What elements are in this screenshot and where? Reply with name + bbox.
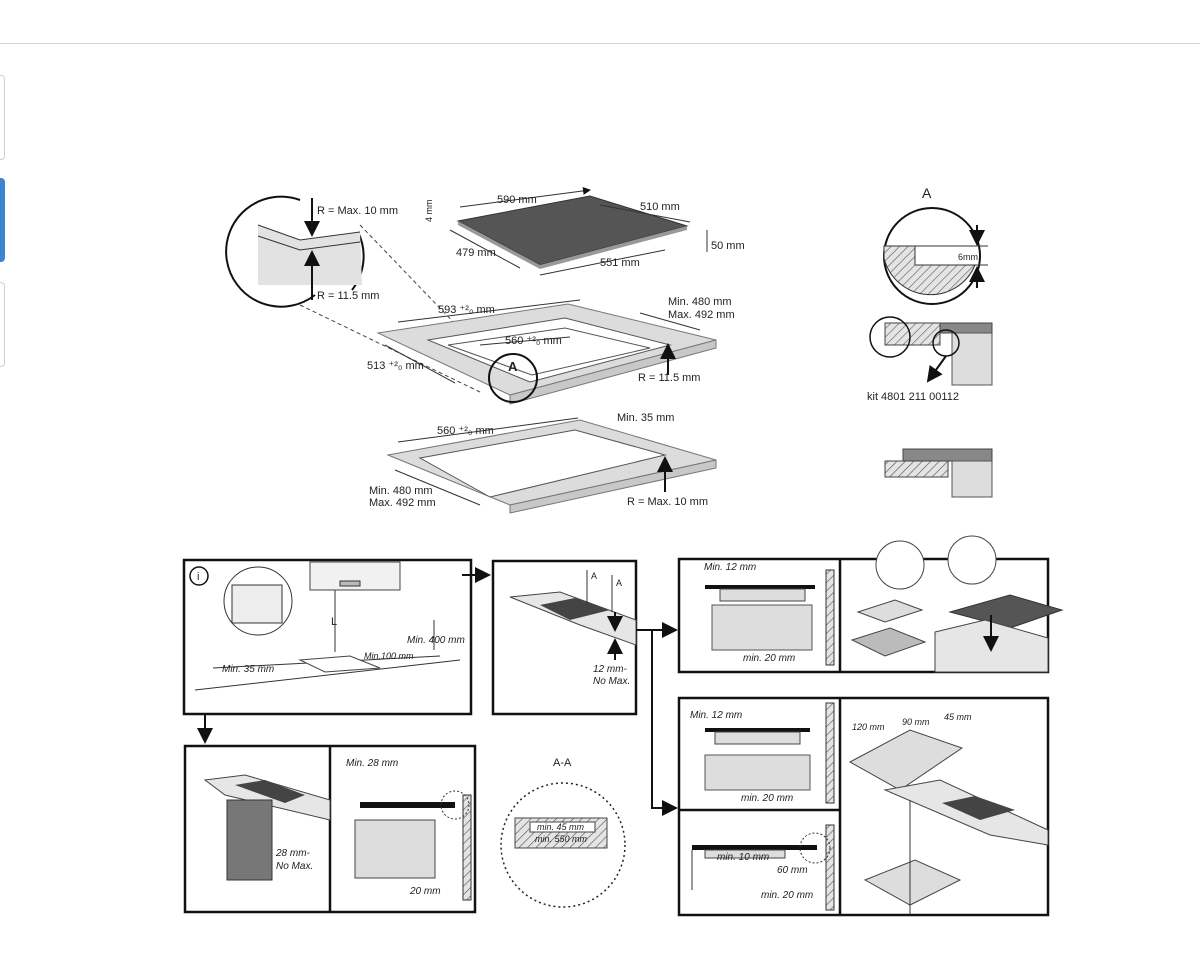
flow-arrow (636, 629, 678, 816)
oven-thickness-max-label: No Max. (276, 861, 313, 872)
worktop-thickness-label: 12 mm- (593, 664, 628, 675)
hob-body-width-label: 551 mm (600, 257, 640, 269)
panel-cut-90-label: 90 mm (902, 717, 930, 727)
hob-glass-thickness-label: 4 mm (424, 200, 434, 223)
standard-edge-min-label: Min. 35 mm (617, 412, 674, 424)
drawer-top-min-12-label: Min. 12 mm (704, 562, 756, 573)
drawer-mid-min-12-label: Min. 12 mm (690, 710, 742, 721)
detail-a-drawing: A 6mm kit 4801 211 00112 (867, 185, 993, 498)
drawer-mid-min-20-label: min. 20 mm (741, 793, 793, 804)
step-drawer-lower: Min. 12 mm min. 20 mm min. 10 mm 60 mm m… (677, 696, 1050, 917)
hob-height-label: 50 mm (711, 240, 745, 252)
section-aa-detail: A-A min. 45 mm min. 550 mm (500, 757, 626, 908)
standard-depth-max-label: Max. 492 mm (369, 497, 436, 509)
flush-outer-width-label: 593 ⁺²₀ mm (438, 304, 495, 316)
oven-thickness-label: 28 mm- (275, 848, 311, 859)
flush-depth-min-label: Min. 480 mm (668, 296, 732, 308)
hob-drawing: 590 mm 510 mm 4 mm 479 mm 551 mm 50 mm (424, 186, 745, 276)
hob-body-depth-label: 479 mm (456, 247, 496, 259)
standard-width-label: 560 ⁺²₀ mm (437, 425, 494, 437)
drawer-bottom-gap-60-label: 60 mm (777, 865, 808, 876)
corner-r-max-label: R = Max. 10 mm (317, 205, 398, 217)
info-icon: i (197, 571, 199, 583)
hood-min-100-label: Min.100 mm (364, 651, 414, 661)
hood-height-l-label: L (331, 616, 337, 628)
drawer-bottom-min-20-label: min. 20 mm (761, 890, 813, 901)
detail-a-marker: A (508, 359, 518, 374)
detail-a-title: A (922, 185, 932, 201)
page-thumbnail-3[interactable] (0, 282, 5, 367)
header-divider (0, 43, 1200, 44)
hob-width-label: 590 mm (497, 194, 537, 206)
hob-depth-label: 510 mm (640, 201, 680, 213)
oven-min-28-label: Min. 28 mm (346, 758, 398, 769)
panel-cut-120-label: 120 mm (852, 722, 885, 732)
flush-outer-depth-label: 513 ⁺²₀ mm (367, 360, 424, 372)
page-thumbnail-1[interactable] (0, 75, 5, 160)
flush-inner-width-label: 560 ⁺²₀ mm (505, 335, 562, 347)
standard-radius-label: R = Max. 10 mm (627, 496, 708, 508)
flush-radius-label: R = 11.5 mm (638, 372, 700, 384)
flush-depth-max-label: Max. 492 mm (668, 309, 735, 321)
section-aa-min-45-label: min. 45 mm (537, 822, 585, 832)
step-drawer-top: Min. 12 mm min. 20 mm (677, 535, 1064, 674)
drawer-bottom-min-10-label: min. 10 mm (717, 852, 769, 863)
panel-cut-45-label: 45 mm (944, 712, 972, 722)
standard-depth-min-label: Min. 480 mm (369, 485, 433, 497)
section-a-label-2: A (616, 578, 622, 588)
page-thumbnail-2-active[interactable] (0, 178, 5, 262)
oven-gap-20-label: 20 mm (409, 886, 441, 897)
drawer-top-min-20-label: min. 20 mm (743, 653, 795, 664)
step-hood-clearance: i L Min. 400 mm Min.100 mm Min. 35 mm (182, 558, 473, 716)
worktop-thickness-max-label: No Max. (593, 676, 630, 687)
standard-cutout-drawing: 560 ⁺²₀ mm Min. 35 mm Min. 480 mm Max. 4… (369, 412, 717, 514)
detail-a-step-label: 6mm (958, 252, 978, 262)
corner-r-inner-label: R = 11.5 mm (317, 290, 379, 302)
hood-min-35-label: Min. 35 mm (222, 664, 274, 675)
section-aa-min-550-label: min. 550 mm (535, 834, 588, 844)
section-a-label-1: A (591, 571, 597, 581)
hood-min-400-label: Min. 400 mm (407, 635, 465, 646)
step-oven-installation: 28 mm- No Max. Min. 28 mm 20 mm (183, 744, 477, 914)
flush-cutout-drawing: 593 ⁺²₀ mm 560 ⁺²₀ mm 513 ⁺²₀ mm Min. 48… (367, 296, 735, 405)
detail-a-kit-label: kit 4801 211 00112 (867, 391, 959, 403)
step-worktop-thickness: A A 12 mm- No Max. (491, 559, 638, 716)
section-aa-title: A-A (553, 757, 572, 769)
